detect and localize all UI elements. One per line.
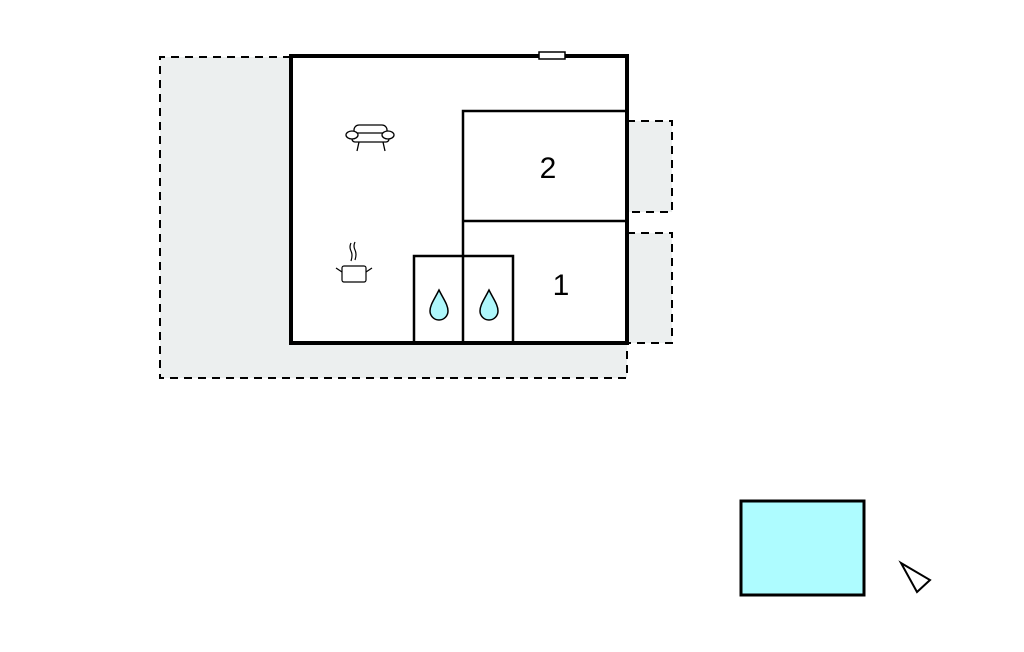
sofa-icon [345, 124, 395, 152]
water-drop-icon [479, 288, 499, 321]
terrace-main [159, 56, 628, 379]
water-drop-icon [429, 288, 449, 321]
terrace-right-lower [627, 232, 673, 344]
window [538, 51, 566, 60]
house-outer-wall [289, 54, 629, 345]
interior-walls [412, 109, 627, 343]
north-arrow-icon [898, 560, 932, 594]
terrace-right-upper [627, 120, 673, 213]
room-label-1: 1 [553, 269, 570, 302]
cooking-pot-icon [335, 241, 373, 283]
room-label-2: 2 [540, 152, 557, 185]
pool [739, 499, 866, 597]
